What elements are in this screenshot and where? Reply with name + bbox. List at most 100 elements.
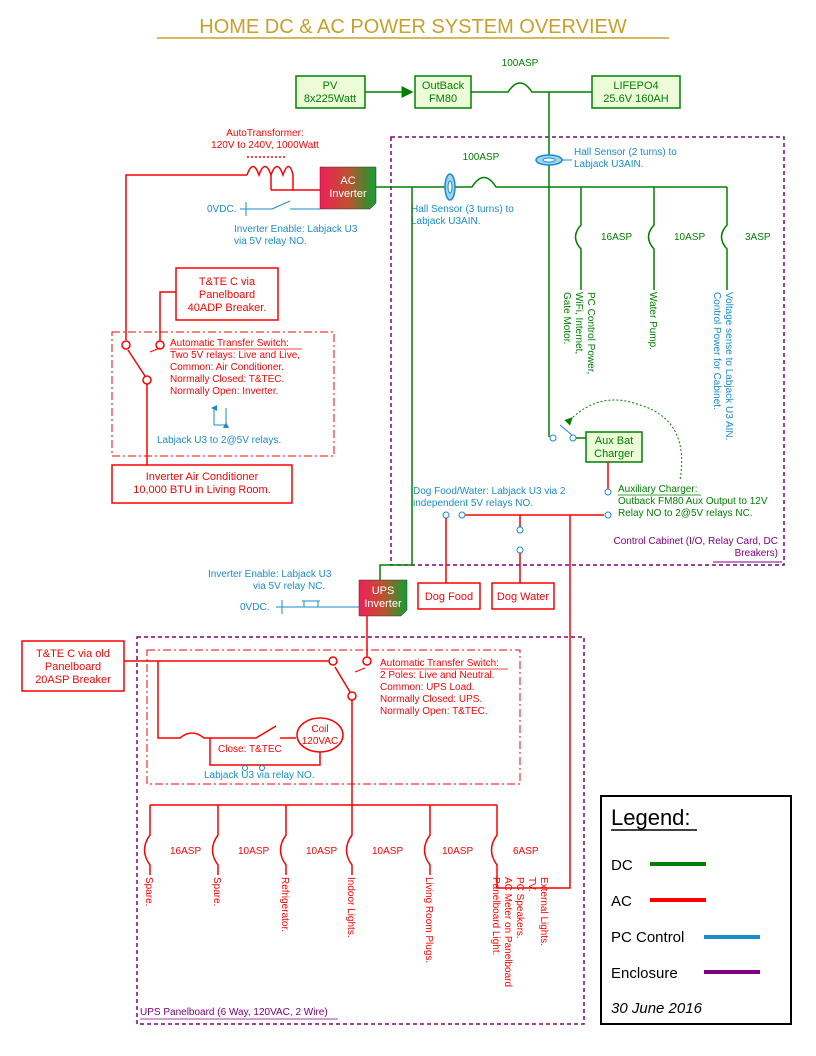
aux-relay-arrow xyxy=(564,399,683,481)
ttec-panel-box xyxy=(175,267,279,321)
legend-label-dc: DC xyxy=(611,857,633,874)
dc-load-1-line1: PC Control Power, xyxy=(585,292,596,374)
aux-charger-title: Auxiliary Charger: xyxy=(618,484,697,495)
ups-panelboard-label: UPS Panelboard (6 Way, 120VAC, 2 Wire) xyxy=(140,1007,328,1018)
dc-load-1-line2: WiFi, Internet, xyxy=(573,292,584,354)
labjack-relay-arrows xyxy=(213,408,226,425)
ac-feed-to-cabinet xyxy=(496,515,571,889)
ats-ups-line4: Normally Closed: UPS. xyxy=(380,694,482,705)
aux-relay-contact-2 xyxy=(569,434,577,442)
dog-relay-label: Dog Food/Water: Labjack U3 via 2 xyxy=(413,486,566,497)
hall-sensor-1-label-2: Labjack U3AIN. xyxy=(574,159,643,170)
dog-water-box xyxy=(491,582,555,610)
labjack-relay-contact-1 xyxy=(242,765,248,771)
coil-label: Coil xyxy=(311,724,328,735)
page-title: HOME DC & AC POWER SYSTEM OVERVIEW xyxy=(199,16,627,38)
dog-water-relay-contact xyxy=(516,526,524,534)
ups-breaker-2: 10ASP xyxy=(238,846,269,857)
ats-ups-title: Automatic Transfer Switch: xyxy=(380,658,499,669)
ups-breaker-branches xyxy=(143,805,498,875)
hall-sensor-1-inner xyxy=(542,157,556,163)
aux-bat-label-2: Charger xyxy=(594,448,634,460)
ups-inverter-label: UPS xyxy=(372,585,395,597)
coil-return xyxy=(209,738,321,766)
ats-top-blade xyxy=(127,349,146,377)
ups-circuit-6-line4: TV. xyxy=(526,877,537,892)
control-cabinet-enclosure xyxy=(390,136,785,566)
ats-ups-box xyxy=(146,649,521,785)
autotransformer-label: AutoTransformer: xyxy=(226,128,303,139)
breaker-top-wire xyxy=(471,82,592,93)
dog-food-label: Dog Food xyxy=(425,591,473,603)
ac-inverter-label-2: Inverter xyxy=(329,188,367,200)
inverter-enable-top: Inverter Enable: Labjack U3 xyxy=(234,224,358,235)
ups-panelboard-enclosure xyxy=(136,636,585,1025)
aux-bat-charger-box xyxy=(585,431,643,463)
zero-vdc-top: 0VDC. xyxy=(207,204,236,215)
legend-label-ac: AC xyxy=(611,893,632,910)
ats-top-box xyxy=(111,331,335,457)
dc-breaker-branches xyxy=(574,187,728,290)
inverter-enable-top-2: via 5V relay NO. xyxy=(234,236,307,247)
aux-relay-contact-1 xyxy=(549,434,557,442)
lifepo4-box xyxy=(591,75,681,109)
hall-sensor-2-label-2: Labjack U3AIN. xyxy=(411,216,480,227)
legend-label-enclosure: Enclosure xyxy=(611,965,678,982)
ac-inverter-box xyxy=(319,166,377,210)
ats-ups-contact-common xyxy=(347,691,357,701)
coil-circuit xyxy=(157,661,296,739)
ats-top-line5: Normally Open: Inverter. xyxy=(170,386,278,397)
labjack-relay-contact-2 xyxy=(259,765,265,771)
ats-top-line4: Normally Closed: T&TEC. xyxy=(170,374,284,385)
ups-breaker-5: 10ASP xyxy=(442,846,473,857)
dc-breaker-label-1: 16ASP xyxy=(601,232,632,243)
hall-sensor-2-inner xyxy=(447,180,453,194)
ups-circuit-4: Indoor Lights. xyxy=(345,877,356,938)
ups-circuit-3: Refrigerator. xyxy=(279,877,290,932)
ats-ups-line2: 2 Poles: Live and Neutral. xyxy=(380,670,495,681)
dc-load-1-line3: Gate Motor. xyxy=(561,292,572,344)
ttec-old-line2: Panelboard xyxy=(45,661,101,673)
outback-model: FM80 xyxy=(429,93,457,105)
ups-inverter-enable-2: via 5V relay NC. xyxy=(253,581,325,592)
ups-inverter-enable: Inverter Enable: Labjack U3 xyxy=(208,569,332,580)
ups-circuit-5: Living Room Plugs. xyxy=(423,877,434,963)
ats-ups-line5: Normally Open: T&TEC. xyxy=(380,706,488,717)
ups-circuit-6-line5: External Lights. xyxy=(538,877,549,946)
autotransformer-wire-left xyxy=(125,174,247,340)
dog-water-relay-contact-2 xyxy=(516,546,524,554)
ats-top-title: Automatic Transfer Switch: xyxy=(170,338,289,349)
ups-breaker-4: 10ASP xyxy=(372,846,403,857)
labjack-relays-label: Labjack U3 to 2@5V relays. xyxy=(157,435,281,446)
ttec-old-line3: 20ASP Breaker xyxy=(35,674,111,686)
dog-food-box xyxy=(417,582,481,610)
ups-breaker-6: 6ASP xyxy=(513,846,539,857)
ups-circuit-6-line1: Panelboard Light. xyxy=(490,877,501,955)
hall-sensor-2-label: Hall Sensor (3 turns) to xyxy=(411,204,514,215)
coil-spec: 120VAC xyxy=(302,736,339,747)
close-ttec-label: Close: T&TEC xyxy=(218,744,282,755)
ats-top-arrow xyxy=(149,347,161,353)
air-conditioner-line1: Inverter Air Conditioner xyxy=(146,471,259,483)
aux-relay-lever xyxy=(559,424,573,436)
dc-load-2: Water Pump. xyxy=(647,292,658,350)
ttec-panel-line2: Panelboard xyxy=(199,289,255,301)
air-conditioner-box xyxy=(111,464,293,504)
ats-top-line2: Two 5V relays: Live and Live, xyxy=(170,350,300,361)
dc-breaker-label-2: 10ASP xyxy=(674,232,705,243)
autotransformer-wire-right xyxy=(292,175,320,191)
ttec-panel-line3: 40ADP Breaker. xyxy=(188,302,267,314)
ats-ups-contact-ups xyxy=(362,656,372,666)
ats-ups-blade xyxy=(334,666,351,693)
ats-ups-line3: Common: UPS Load. xyxy=(380,682,475,693)
ats-top-line3: Common: Air Conditioner. xyxy=(170,362,284,373)
ups-circuit-2: Spare. xyxy=(211,877,222,906)
ups-circuit-6-line2: AC Meter on Panelboard xyxy=(502,877,513,987)
dc-to-ups-wire xyxy=(379,187,413,580)
ats-top-contact-inverter xyxy=(121,340,131,350)
dog-water-label: Dog Water xyxy=(497,591,550,603)
dog-relay-label-2: independent 5V relays NO. xyxy=(413,498,533,509)
aux-bat-label: Aux Bat xyxy=(595,435,634,447)
labjack-relay-label: Labjack U3 via relay NO. xyxy=(204,770,315,781)
ac-inverter-label: AC xyxy=(340,175,355,187)
